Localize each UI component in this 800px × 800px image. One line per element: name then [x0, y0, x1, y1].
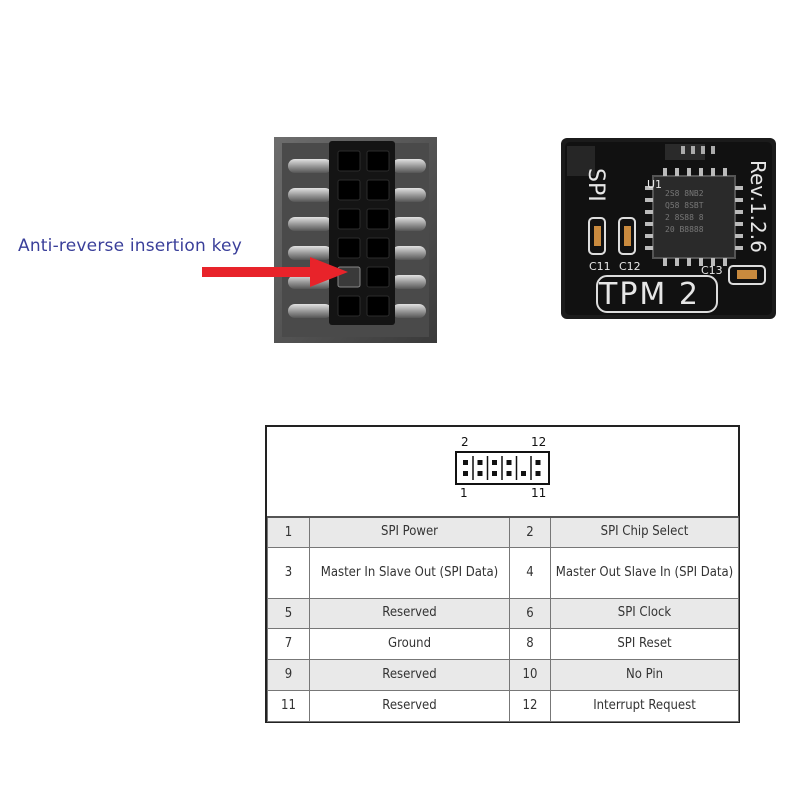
pin-number: 12	[509, 689, 551, 722]
connector-hole	[366, 266, 390, 288]
header-pin	[492, 471, 497, 476]
pin-function: SPI Chip Select	[550, 516, 739, 548]
connector-pin	[392, 304, 426, 318]
silkscreen-u1: U1	[647, 178, 662, 191]
connector-pin	[288, 188, 332, 202]
header-pin	[521, 471, 526, 476]
pin-function: Master In Slave Out (SPI Data)	[309, 546, 510, 599]
connector-hole	[337, 237, 361, 259]
pin-number: 7	[267, 627, 310, 660]
header-pin	[506, 471, 512, 476]
connector-pin	[392, 246, 426, 260]
connector-pin	[392, 217, 426, 231]
pin-number: 5	[267, 597, 310, 629]
pin-number: 9	[267, 658, 310, 691]
pin-number: 4	[509, 546, 551, 599]
header-pin	[477, 460, 483, 465]
header-pin	[535, 471, 541, 476]
silkscreen-tpm: TPM 2	[598, 277, 700, 312]
connector-pin	[288, 304, 332, 318]
pin-function: Reserved	[309, 689, 510, 722]
tpm-module-photo: 2S8 8NB2 Q58 8SBT 2 8S88 8 20 B8888 SPI …	[561, 138, 776, 319]
connector-hole	[337, 150, 361, 172]
pin-function: Master Out Slave In (SPI Data)	[550, 546, 739, 599]
connector-hole	[337, 179, 361, 201]
header-pin	[535, 460, 541, 465]
silkscreen-spi: SPI	[583, 168, 608, 202]
connector-hole	[366, 150, 390, 172]
pin-number: 3	[267, 546, 310, 599]
pin-function: Reserved	[309, 597, 510, 629]
connector-hole	[337, 295, 361, 317]
pin-function: No Pin	[550, 658, 739, 691]
silkscreen-rev: Rev.1.2.6	[746, 160, 770, 253]
connector-pin	[288, 246, 332, 260]
connector-hole	[366, 237, 390, 259]
pin-label-bottom-right: 11	[531, 486, 547, 500]
pin-function: Reserved	[309, 658, 510, 691]
connector-hole	[337, 208, 361, 230]
pin-function: Interrupt Request	[550, 689, 739, 722]
insertion-key-label: Anti-reverse insertion key	[18, 236, 242, 256]
silkscreen-c11: C11	[589, 260, 611, 273]
pin-function: SPI Reset	[550, 627, 739, 660]
header-pin	[477, 471, 483, 476]
pin-number: 11	[267, 689, 310, 722]
pin-function: SPI Power	[309, 516, 510, 548]
pin-number: 8	[509, 627, 551, 660]
red-arrow-icon	[202, 257, 348, 287]
connector-hole	[366, 179, 390, 201]
pin-number: 6	[509, 597, 551, 629]
silkscreen-c13: C13	[701, 264, 723, 277]
header-pin	[463, 460, 468, 465]
connector-pin	[392, 159, 426, 173]
pin-number: 1	[267, 516, 310, 548]
connector-pin	[392, 275, 426, 289]
header-pin	[463, 471, 468, 476]
connector-pin	[288, 217, 332, 231]
header-diagram: 2 12 1 11	[267, 427, 738, 516]
header-pin	[492, 460, 497, 465]
pin-label-top-left: 2	[461, 435, 469, 449]
pin-number: 2	[509, 516, 551, 548]
pin-number: 10	[509, 658, 551, 691]
svg-text:Q58 8SBT: Q58 8SBT	[665, 201, 704, 210]
pin-function: Ground	[309, 627, 510, 660]
connector-hole	[366, 208, 390, 230]
pin-label-top-right: 12	[531, 435, 547, 449]
connector-photo	[274, 137, 437, 343]
header-pin	[506, 460, 512, 465]
pin-label-bottom-left: 1	[460, 486, 468, 500]
connector-hole	[366, 295, 390, 317]
svg-text:2S8 8NB2: 2S8 8NB2	[665, 189, 704, 198]
pin-header-icon	[455, 451, 550, 485]
connector-pin	[288, 159, 332, 173]
svg-text:20 B8888: 20 B8888	[665, 225, 704, 234]
connector-pin	[392, 188, 426, 202]
silkscreen-c12: C12	[619, 260, 641, 273]
pin-function: SPI Clock	[550, 597, 739, 629]
svg-text:2 8S88 8: 2 8S88 8	[665, 213, 704, 222]
